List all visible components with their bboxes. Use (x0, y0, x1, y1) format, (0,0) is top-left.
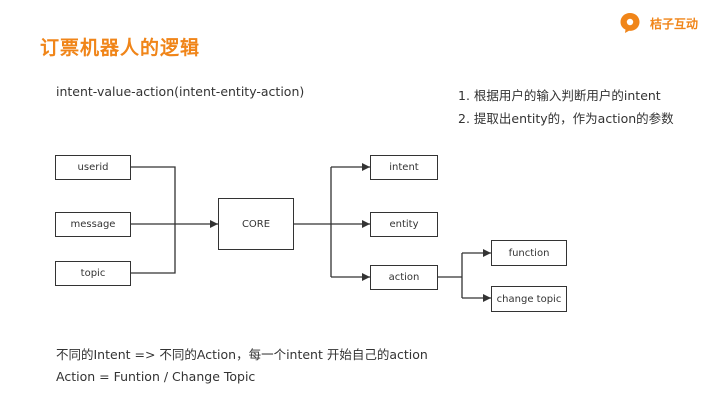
input-box-userid: userid (55, 155, 131, 180)
input-box-topic: topic (55, 261, 131, 286)
core-box: CORE (218, 198, 294, 250)
footer-line-2: Action = Funtion / Change Topic (56, 369, 256, 384)
connector-userid (131, 166, 176, 224)
notes-list: 1. 根据用户的输入判断用户的intent 2. 提取出entity的，作为ac… (458, 84, 674, 130)
connector-topic (131, 224, 176, 274)
footer-line-1: 不同的Intent => 不同的Action，每一个intent 开始自己的ac… (56, 347, 428, 362)
orange-chat-bubble-icon (620, 13, 640, 33)
slide-title: 订票机器人的逻辑 (40, 37, 201, 59)
note-item: 1. 根据用户的输入判断用户的intent (458, 88, 661, 103)
output-box-action: action (370, 265, 438, 290)
brand-logo: 桔子互动 (619, 12, 698, 34)
output-box-entity: entity (370, 212, 438, 237)
note-item: 2. 提取出entity的，作为action的参数 (458, 111, 674, 126)
output-box-intent: intent (370, 155, 438, 180)
action-box-function: function (491, 240, 567, 266)
action-box-change-topic: change topic (491, 286, 567, 312)
subtitle: intent-value-action(intent-entity-action… (56, 84, 305, 99)
brand-name: 桔子互动 (650, 16, 699, 31)
input-box-message: message (55, 212, 131, 237)
